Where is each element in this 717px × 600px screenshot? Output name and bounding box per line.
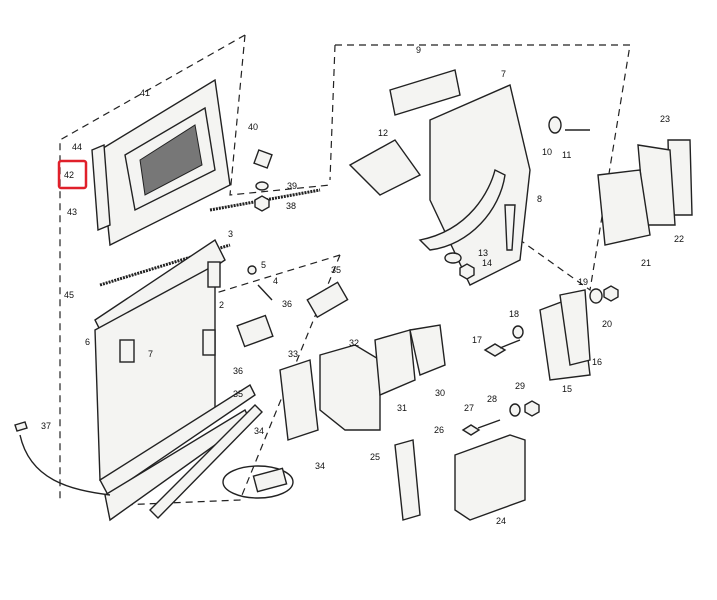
label-22: 22 bbox=[674, 234, 684, 244]
label-43: 43 bbox=[67, 207, 77, 217]
label-40: 40 bbox=[248, 122, 258, 132]
label-19: 19 bbox=[578, 277, 588, 287]
label-44: 44 bbox=[72, 142, 82, 152]
small-hardware bbox=[14, 149, 349, 499]
callout-labels: 41 44 42 43 40 39 38 3 5 4 45 2 36 6 7 3… bbox=[41, 45, 684, 526]
brackets bbox=[279, 324, 446, 441]
label-37: 37 bbox=[41, 421, 51, 431]
label-5: 5 bbox=[261, 260, 266, 270]
label-38: 38 bbox=[286, 201, 296, 211]
label-18: 18 bbox=[509, 309, 519, 319]
label-35b: 35 bbox=[233, 389, 243, 399]
label-28: 28 bbox=[487, 394, 497, 404]
label-35: 35 bbox=[331, 265, 341, 275]
label-7: 7 bbox=[148, 349, 153, 359]
label-36: 36 bbox=[282, 299, 292, 309]
label-27: 27 bbox=[464, 403, 474, 413]
label-12: 12 bbox=[378, 128, 388, 138]
label-10: 10 bbox=[542, 147, 552, 157]
label-23: 23 bbox=[660, 114, 670, 124]
label-30: 30 bbox=[435, 388, 445, 398]
seal-strip-45 bbox=[99, 243, 231, 287]
label-16: 16 bbox=[592, 357, 602, 367]
label-25: 25 bbox=[370, 452, 380, 462]
label-9: 9 bbox=[416, 45, 421, 55]
label-34b: 34 bbox=[315, 461, 325, 471]
label-2: 2 bbox=[219, 300, 224, 310]
label-20: 20 bbox=[602, 319, 612, 329]
latch-assembly bbox=[348, 69, 590, 286]
label-33: 33 bbox=[288, 349, 298, 359]
label-26: 26 bbox=[434, 425, 444, 435]
label-13: 13 bbox=[478, 248, 488, 258]
latch-group-outline bbox=[329, 44, 631, 292]
label-39: 39 bbox=[287, 181, 297, 191]
label-17: 17 bbox=[472, 335, 482, 345]
lower-group-outline bbox=[94, 254, 341, 506]
label-4: 4 bbox=[273, 276, 278, 286]
label-6: 6 bbox=[85, 337, 90, 347]
highlight-box bbox=[57, 159, 88, 190]
label-3: 3 bbox=[228, 229, 233, 239]
label-41: 41 bbox=[140, 88, 150, 98]
catch-assembly bbox=[394, 139, 693, 521]
label-45: 45 bbox=[64, 290, 74, 300]
label-14: 14 bbox=[482, 258, 492, 268]
label-36b: 36 bbox=[233, 366, 243, 376]
label-21: 21 bbox=[641, 258, 651, 268]
label-29: 29 bbox=[515, 381, 525, 391]
label-42: 42 bbox=[64, 170, 74, 180]
label-31: 31 bbox=[397, 403, 407, 413]
label-11: 11 bbox=[562, 150, 571, 160]
door-panel bbox=[94, 238, 263, 522]
window-frame-41 bbox=[91, 78, 231, 247]
label-32: 32 bbox=[349, 338, 359, 348]
label-34: 34 bbox=[254, 426, 264, 436]
door-group-outline bbox=[59, 34, 331, 500]
label-24: 24 bbox=[496, 516, 506, 526]
label-7b: 7 bbox=[501, 69, 506, 79]
label-8: 8 bbox=[537, 194, 542, 204]
label-15: 15 bbox=[562, 384, 572, 394]
